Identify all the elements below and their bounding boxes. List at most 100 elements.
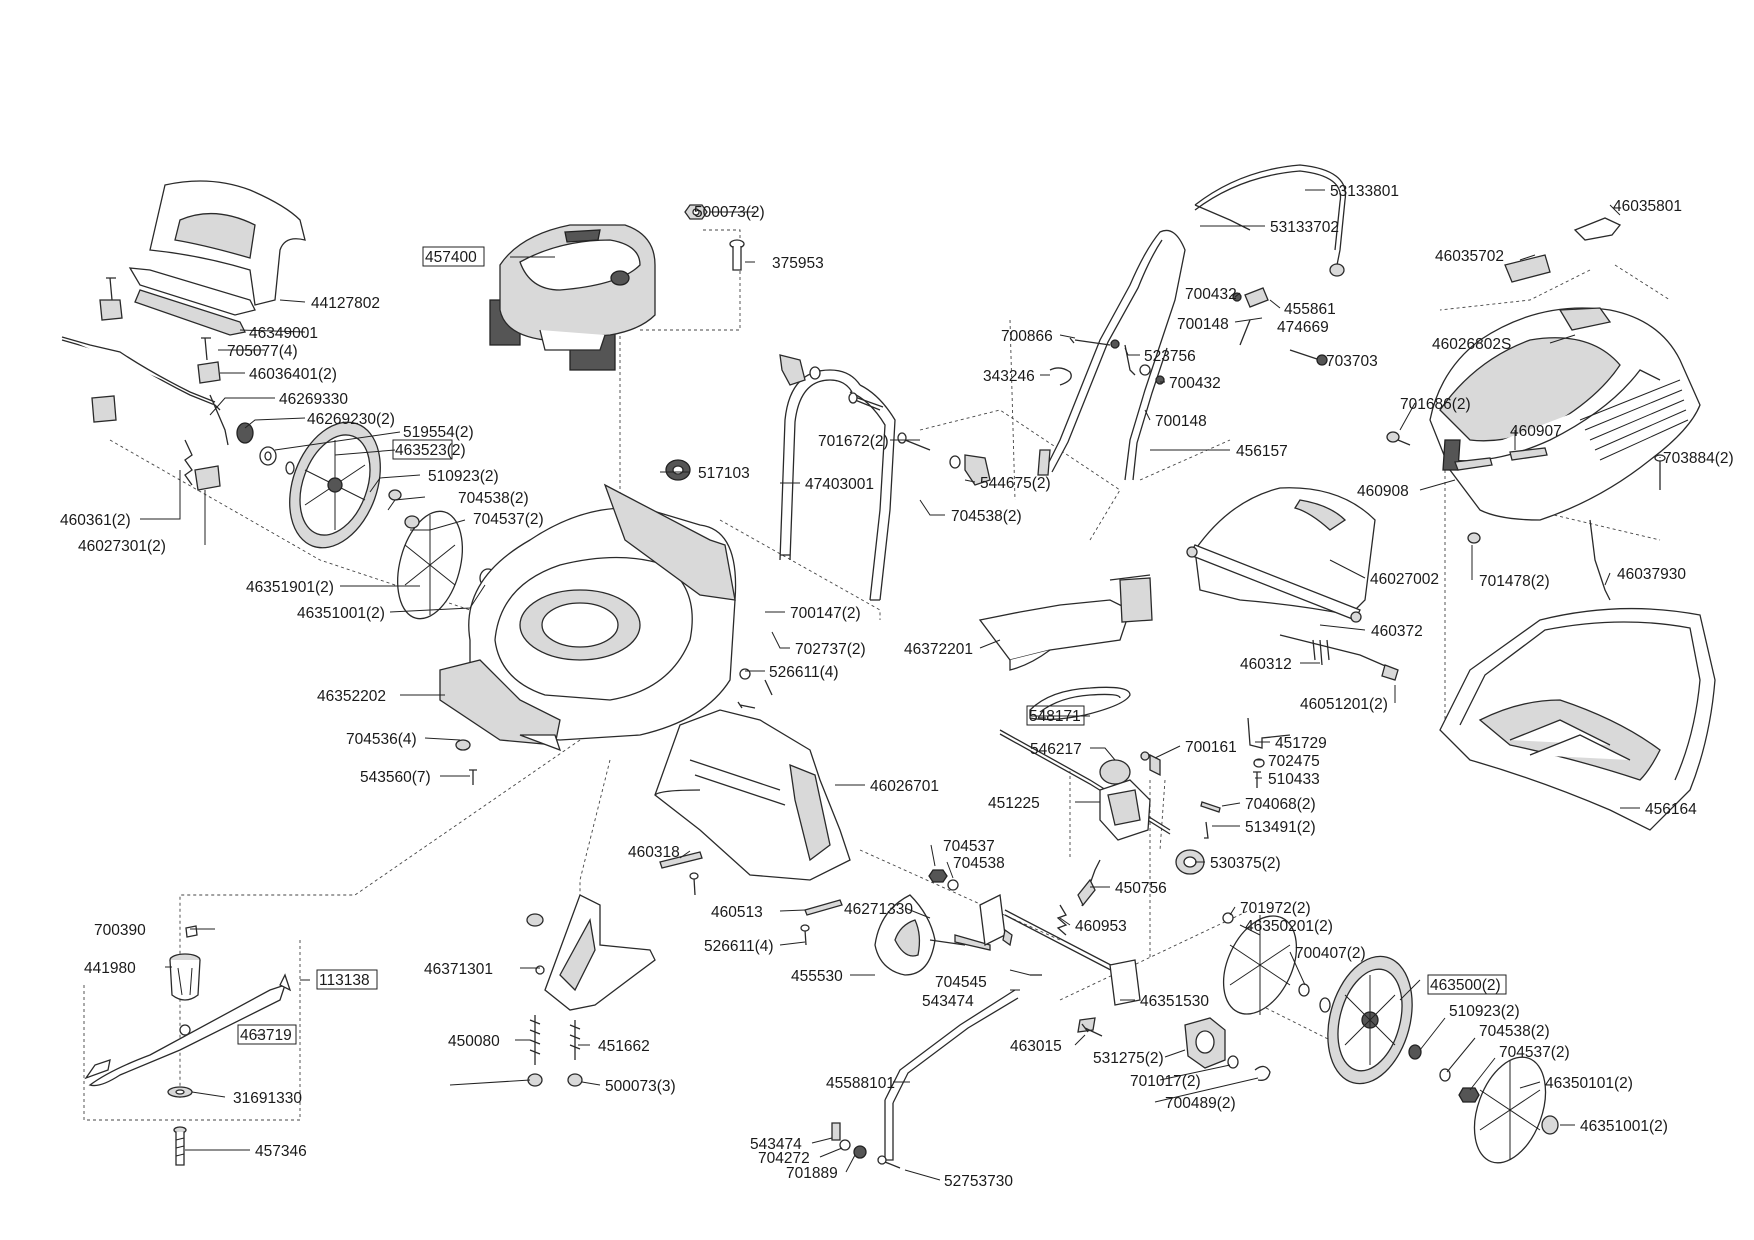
- part-label: 701672(2): [818, 433, 889, 450]
- part-label: 451662: [598, 1038, 650, 1055]
- mulch-plug-46371301: [544, 894, 656, 1011]
- height-lever-455530: [874, 894, 966, 976]
- part-label: 474669: [1277, 319, 1329, 336]
- part-label: 46051201(2): [1300, 696, 1388, 713]
- rear-wheel-left: [285, 421, 381, 549]
- washer-46269230: [236, 422, 254, 444]
- handle-fittings: [1049, 287, 1328, 386]
- part-label: 704538(2): [1479, 1023, 1550, 1040]
- part-label: 531275(2): [1093, 1050, 1164, 1067]
- clip-700489: [1254, 1065, 1271, 1081]
- part-label: 703703: [1326, 353, 1378, 370]
- part-label: 704538(2): [458, 490, 529, 507]
- mulch-insert-46372201: [978, 574, 1153, 671]
- part-label: 460361(2): [60, 512, 131, 529]
- part-label: 457346: [255, 1143, 307, 1160]
- part-label: 526611(4): [704, 938, 774, 955]
- part-label: 460318: [628, 844, 680, 861]
- part-label: 704272: [758, 1150, 810, 1167]
- part-label: 526611(4): [769, 664, 839, 681]
- part-label: 704545: [935, 974, 987, 991]
- bail-53133801: [1194, 164, 1347, 277]
- part-label: 700161: [1185, 739, 1237, 756]
- rear-axle-rod: [61, 336, 229, 491]
- part-label: 456164: [1645, 801, 1697, 818]
- hubcap-46350201: [1222, 912, 1298, 1015]
- part-label: 510923(2): [1449, 1003, 1520, 1020]
- part-label: 500073(2): [694, 204, 765, 221]
- part-label: 460908: [1357, 483, 1409, 500]
- bottom-fasteners: [831, 1122, 901, 1169]
- nut-704537: [928, 869, 948, 883]
- part-label: 113138: [319, 972, 370, 989]
- part-label: 455530: [791, 968, 843, 985]
- washer-31691330: [167, 1086, 193, 1098]
- part-label: 702737(2): [795, 641, 866, 658]
- part-label: 700147(2): [790, 605, 861, 622]
- blade-463719: [84, 973, 292, 1087]
- part-label: 703884(2): [1663, 450, 1734, 467]
- part-label: 450756: [1115, 880, 1167, 897]
- part-label: 704536(4): [346, 731, 417, 748]
- part-label: 460907: [1510, 423, 1562, 440]
- bolt-375953: [729, 239, 745, 271]
- pins-704068-513491: [1200, 801, 1221, 839]
- washer-519554: [259, 446, 277, 466]
- part-label: 700432: [1185, 286, 1237, 303]
- strip-460513: [800, 899, 843, 946]
- part-label: 704537(2): [1499, 1044, 1570, 1061]
- pinion-530375: [1175, 849, 1205, 875]
- part-label: 704537(2): [473, 511, 544, 528]
- hubcap-46350101: [1473, 1056, 1559, 1164]
- part-label: 46027002: [1370, 571, 1439, 588]
- part-label: 460953: [1075, 918, 1127, 935]
- part-label: 543474: [922, 993, 974, 1010]
- part-label: 47403001: [805, 476, 874, 493]
- leader-lines: [140, 189, 1661, 1181]
- cover-46035702: [1504, 254, 1551, 283]
- part-label: 704537: [943, 838, 995, 855]
- part-label: 460312: [1240, 656, 1292, 673]
- label-boxes: [237, 246, 1507, 1045]
- part-label: 46350201(2): [1245, 918, 1333, 935]
- part-label: 451729: [1275, 735, 1327, 752]
- nut-704537c: [1458, 1087, 1480, 1103]
- part-label: 46351901(2): [246, 579, 334, 596]
- part-label: 46351001(2): [297, 605, 385, 622]
- part-label: 704538: [953, 855, 1005, 872]
- part-label: 519554(2): [403, 424, 474, 441]
- part-label: 700390: [94, 922, 146, 939]
- part-label: 46027301(2): [78, 538, 166, 555]
- part-label: 510923(2): [428, 468, 499, 485]
- part-labels: 457400 500073(2) 375953 44127802 4634900…: [60, 183, 1734, 1190]
- adapter-441980: [169, 953, 201, 1001]
- part-label: 700489(2): [1165, 1095, 1236, 1112]
- part-label: 52753730: [944, 1173, 1013, 1190]
- part-label: 450080: [448, 1033, 500, 1050]
- washer-510923b: [1408, 1044, 1422, 1060]
- part-label: 700432: [1169, 375, 1221, 392]
- handle-lower-47403001: [779, 369, 896, 601]
- hood-screws: [1386, 431, 1666, 601]
- skirt-46026701: [654, 709, 851, 881]
- part-label: 53133801: [1330, 183, 1399, 200]
- part-label: 463523(2): [395, 442, 466, 459]
- grassbox-hood-46026802S: [1429, 307, 1701, 521]
- washer-704538: [947, 879, 959, 891]
- part-label: 704538(2): [951, 508, 1022, 525]
- part-label: 45588101: [826, 1075, 895, 1092]
- springs-450080-451662: [526, 913, 583, 1087]
- part-label: 46037930: [1617, 566, 1686, 583]
- part-label: 543560(7): [360, 769, 431, 786]
- nut-500073: [684, 204, 708, 220]
- belt-548171: [1029, 686, 1131, 721]
- part-label: 46026802S: [1432, 336, 1511, 353]
- axle-plate-46351530: [979, 894, 1141, 1033]
- part-label: 700407(2): [1295, 945, 1366, 962]
- pin-463015: [1081, 1023, 1103, 1037]
- bracket-451729: [1247, 717, 1291, 788]
- part-label: 53133702: [1270, 219, 1339, 236]
- part-label: 548171: [1029, 708, 1081, 725]
- part-label: 460513: [711, 904, 763, 921]
